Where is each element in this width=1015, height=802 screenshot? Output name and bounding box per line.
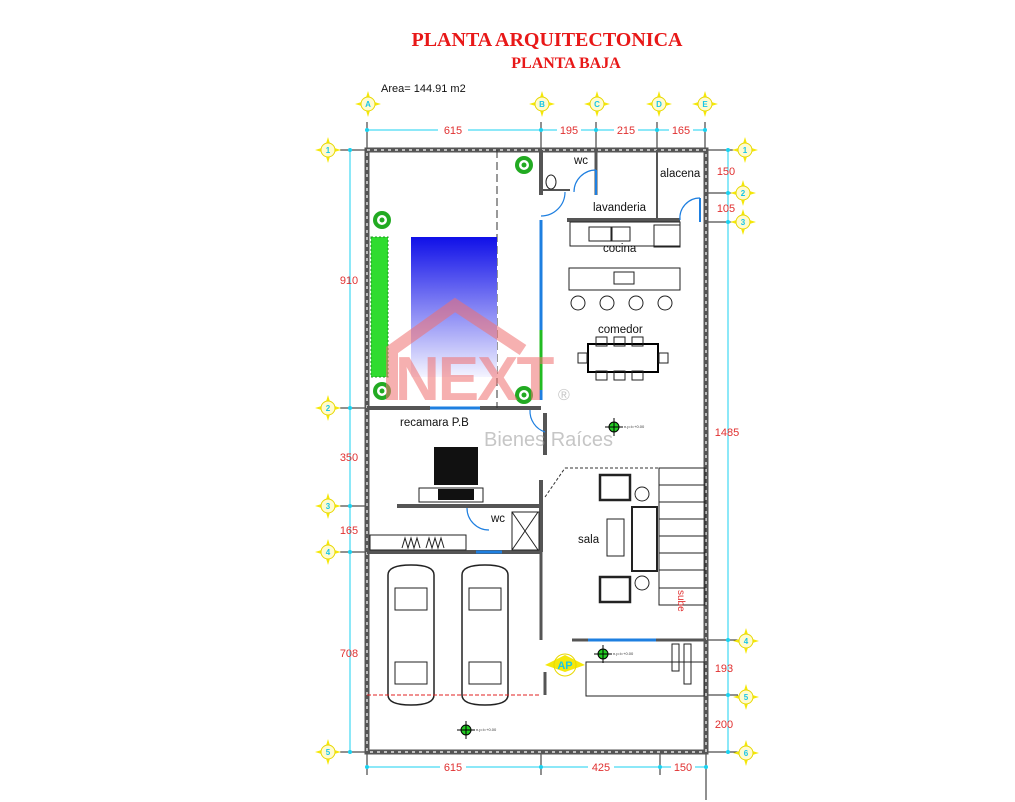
car-icon (387, 564, 435, 706)
dim-right-4: 193 (715, 663, 733, 675)
dim-top-2: 195 (560, 125, 578, 137)
watermark-tagline: Bienes Raíces (484, 429, 613, 451)
dim-left-3: 165 (340, 525, 358, 537)
dim-bottom-1: 615 (444, 762, 462, 774)
grid-markers: A B C D E 1 2 3 4 5 1 2 3 4 5 6 (314, 90, 760, 767)
room-label-sala: sala (578, 534, 600, 546)
grid-row-right-2: 2 (741, 189, 746, 198)
watermark-logo: NEXT ® Bienes Raíces (386, 297, 613, 451)
level-label: n.p.t=+0.00 (624, 424, 645, 429)
room-label-wc-top: wc (573, 155, 588, 167)
room-label-cocina: cocina (603, 243, 637, 255)
level-marker: n.p.t=+0.00 (604, 417, 645, 437)
dim-top-3: 215 (617, 125, 635, 137)
room-label-alacena: alacena (660, 168, 701, 180)
dim-left-1: 910 (340, 275, 358, 287)
grid-row-right-1: 1 (743, 146, 748, 155)
grid-row-left-4: 4 (326, 548, 331, 557)
grid-col-a: A (365, 100, 371, 109)
plan-title: PLANTA ARQUITECTONICA (412, 29, 684, 51)
stairs-sube-label: sube (675, 590, 686, 612)
grid-row-right-5: 5 (744, 693, 749, 702)
bed (418, 447, 484, 503)
closet (369, 534, 467, 551)
watermark-brand: NEXT (395, 345, 554, 414)
room-label-lavanderia: lavanderia (593, 202, 647, 214)
grid-row-right-6: 6 (744, 749, 749, 758)
dim-right-1: 150 (717, 166, 735, 178)
grid-row-left-3: 3 (326, 502, 331, 511)
dimension-labels: 615 195 215 165 615 425 150 910 350 165 … (340, 124, 739, 774)
walls (364, 147, 709, 755)
level-label: n.p.t=+0.00 (613, 651, 634, 656)
shower (511, 511, 540, 551)
dim-right-5: 200 (715, 719, 733, 731)
room-label-comedor: comedor (598, 324, 643, 336)
dim-left-2: 350 (340, 452, 358, 464)
room-label-recamara: recamara P.B (400, 417, 469, 429)
grid-col-c: C (594, 100, 600, 109)
grid-row-left-5: 5 (326, 748, 331, 757)
grid-row-right-4: 4 (744, 637, 749, 646)
kitchen-counter (569, 221, 681, 248)
dimension-lines (340, 122, 738, 800)
living-furniture (598, 473, 658, 604)
watermark-mark: ® (558, 387, 570, 404)
dining-table (577, 336, 669, 381)
ap-label: AP (557, 660, 572, 672)
room-label-wc-bottom: wc (490, 513, 505, 525)
level-marker: n.p.t=+0.00 (456, 720, 497, 740)
dim-right-2: 105 (717, 203, 735, 215)
access-point-marker: AP (545, 653, 585, 677)
grid-col-e: E (702, 100, 708, 109)
kitchen-island (568, 267, 681, 311)
stairs (658, 467, 706, 606)
area-label: Area= 144.91 m2 (381, 83, 466, 95)
car-icon (461, 564, 509, 706)
level-marker: n.p.t=+0.00 (593, 644, 634, 664)
grid-col-d: D (656, 100, 662, 109)
grid-col-b: B (539, 100, 545, 109)
grid-row-left-1: 1 (326, 146, 331, 155)
plan-subtitle: PLANTA BAJA (511, 55, 621, 72)
grid-row-left-2: 2 (326, 404, 331, 413)
level-label: n.p.t=+0.00 (476, 727, 497, 732)
tree-icon (373, 211, 391, 229)
doors (466, 169, 701, 531)
dim-right-3: 1485 (715, 427, 739, 439)
dim-top-1: 615 (444, 125, 462, 137)
toilet-icon (545, 174, 557, 190)
dim-bottom-2: 425 (592, 762, 610, 774)
dim-left-4: 708 (340, 648, 358, 660)
dim-bottom-3: 150 (674, 762, 692, 774)
entrance-planter (585, 643, 705, 697)
dim-top-4: 165 (672, 125, 690, 137)
tree-icon (515, 156, 533, 174)
grid-row-right-3: 3 (741, 218, 746, 227)
hedge (370, 236, 389, 378)
